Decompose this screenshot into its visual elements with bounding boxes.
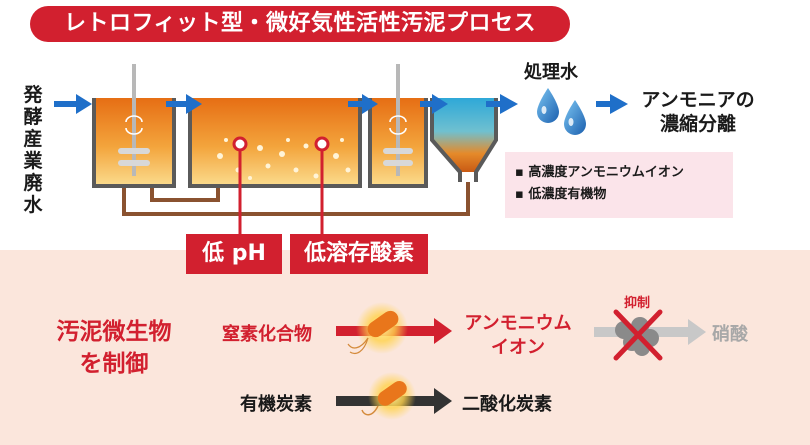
low-ph-box: 低 pH bbox=[186, 234, 282, 274]
flow-arrow-icon bbox=[486, 94, 518, 114]
bacteria-icon bbox=[361, 372, 416, 420]
flow-arrows bbox=[54, 94, 628, 114]
return-sludge-line bbox=[122, 178, 470, 216]
inflow-label-char: 発 bbox=[23, 84, 43, 106]
tank-2-reactor bbox=[188, 98, 362, 188]
bacteria-icon bbox=[347, 302, 408, 355]
flow-arrow-icon bbox=[420, 94, 448, 114]
ammonium-line-2: イオン bbox=[491, 337, 545, 358]
water-drop-icon bbox=[537, 88, 559, 123]
ammonium-ion-label: アンモニウム イオン bbox=[458, 312, 578, 360]
concentration-line-1: アンモニアの bbox=[641, 89, 755, 111]
ammonium-line-1: アンモニウム bbox=[464, 313, 572, 334]
effluent-item: ▪ 高濃度アンモニウムイオン bbox=[515, 165, 684, 180]
mixer-icon bbox=[118, 64, 150, 176]
inflow-label-char: 業 bbox=[23, 150, 43, 172]
low-do-box: 低溶存酸素 bbox=[290, 234, 428, 274]
blocked-x-icon bbox=[613, 309, 663, 361]
ph-sensor bbox=[232, 136, 248, 236]
effluent-item: ▪ 低濃度有機物 bbox=[515, 187, 607, 202]
inflow-arrow-icon bbox=[54, 94, 92, 114]
clarifier-tank bbox=[430, 98, 498, 182]
organic-carbon-label: 有機炭素 bbox=[240, 394, 312, 415]
inflow-label-char: 産 bbox=[23, 128, 43, 150]
mixer-icon bbox=[383, 64, 413, 176]
water-drop-icon bbox=[564, 100, 586, 135]
nitrogen-compound-label: 窒素化合物 bbox=[222, 324, 312, 345]
inflow-label-char: 酵 bbox=[23, 106, 43, 128]
flow-arrow-icon bbox=[166, 94, 202, 114]
treated-water-label: 処理水 bbox=[524, 62, 578, 83]
nitrate-label: 硝酸 bbox=[712, 324, 748, 345]
inflow-label-char: 水 bbox=[23, 194, 43, 216]
control-line-1: 汚泥微生物 bbox=[56, 319, 172, 345]
control-label: 汚泥微生物 を制御 bbox=[40, 316, 188, 380]
title-banner: レトロフィット型・微好気性活性汚泥プロセス bbox=[30, 6, 570, 42]
inflow-label-char: 廃 bbox=[23, 172, 43, 194]
flow-arrow-icon bbox=[596, 94, 628, 114]
suppressed-label: 抑制 bbox=[624, 296, 651, 311]
flow-arrow-icon bbox=[348, 94, 378, 114]
inflow-label: 発 酵 産 業 廃 水 bbox=[20, 84, 46, 216]
carbon-dioxide-label: 二酸化炭素 bbox=[462, 394, 552, 415]
do-sensor bbox=[314, 136, 330, 236]
concentration-line-2: 濃縮分離 bbox=[659, 113, 736, 135]
effluent-info-box: ▪ 高濃度アンモニウムイオン ▪ 低濃度有機物 bbox=[505, 152, 733, 218]
control-line-2: を制御 bbox=[79, 351, 149, 377]
concentration-label: アンモニアの 濃縮分離 bbox=[636, 88, 760, 136]
